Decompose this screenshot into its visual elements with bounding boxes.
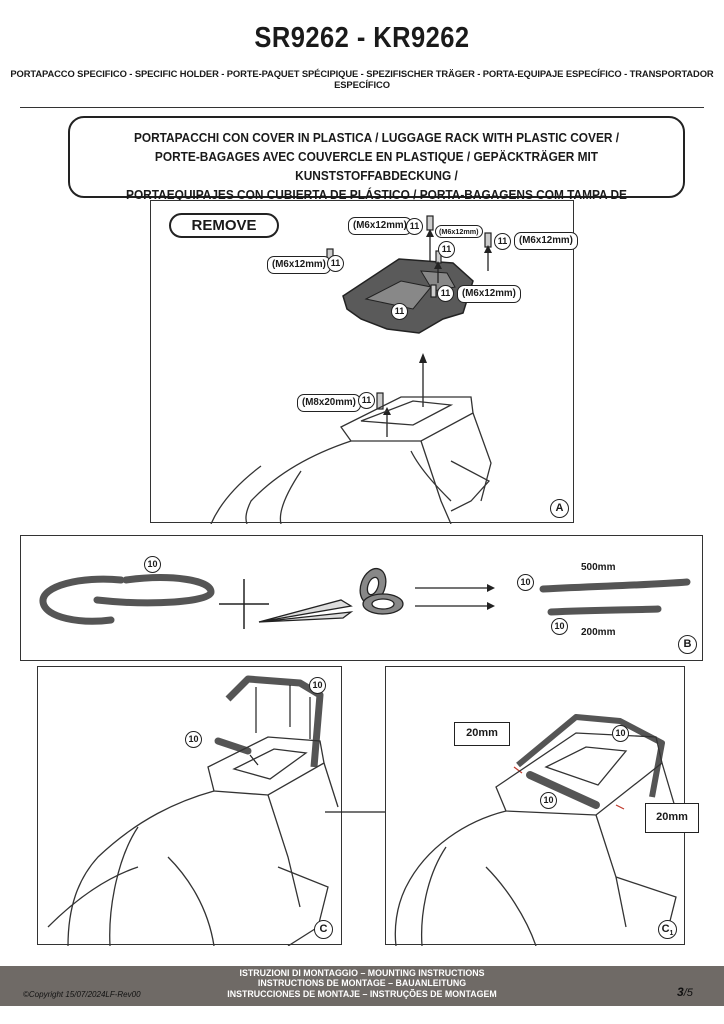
luggage-rack-outline bbox=[394, 732, 679, 946]
remove-tag: REMOVE bbox=[169, 213, 279, 238]
panel-c-apply-strips: 10 10 C bbox=[37, 666, 342, 946]
footer-line-1: ISTRUZIONI DI MONTAGGIO – MOUNTING INSTR… bbox=[239, 968, 485, 979]
part-number-badge: 11 bbox=[358, 392, 375, 409]
scissors-icon bbox=[258, 567, 404, 623]
part-number-badge: 10 bbox=[144, 556, 161, 573]
panel-b-cut-strip: 10 10 500mm 10 200mm B bbox=[20, 535, 703, 661]
screw-size-label: (M6x12mm) bbox=[435, 225, 483, 238]
part-number-badge: 10 bbox=[612, 725, 629, 742]
panel-a-remove-rack: REMOVE (M6x12mm) 11 (M6x12mm) 11 11 (M6x… bbox=[150, 200, 578, 524]
cut-strip-long bbox=[539, 578, 691, 593]
document-title: SR9262 - KR9262 bbox=[254, 22, 470, 54]
copyright-text: ©Copyright 15/07/2024LF-Rev00 bbox=[23, 990, 141, 999]
rubber-strip bbox=[225, 675, 324, 768]
panel-c1-illustration bbox=[394, 714, 679, 946]
luggage-rack-outline bbox=[47, 736, 339, 946]
part-number-badge: 10 bbox=[540, 792, 557, 809]
cut-strip-short bbox=[547, 605, 662, 616]
panel-label-b: B bbox=[678, 635, 697, 654]
footer-line-2: INSTRUCTIONS DE MONTAGE – BAUANLEITUNG bbox=[257, 978, 467, 990]
rubber-strip-roll bbox=[39, 574, 215, 625]
description-line-1: PORTAPACCHI CON COVER IN PLASTICA / LUGG… bbox=[133, 130, 620, 145]
footer-bar bbox=[0, 966, 724, 1006]
screw-size-label: (M6x12mm) bbox=[348, 217, 412, 235]
screw-size-label: (M6x12mm) bbox=[457, 285, 521, 303]
panel-b-illustration bbox=[39, 567, 691, 629]
part-number-badge: 10 bbox=[551, 618, 568, 635]
screw-size-label: (M6x12mm) bbox=[514, 232, 578, 250]
length-label-long: 500mm bbox=[581, 562, 616, 573]
rubber-strip bbox=[516, 714, 665, 798]
panel-c-illustration bbox=[47, 675, 339, 946]
description-box: PORTAPACCHI CON COVER IN PLASTICA / LUGG… bbox=[68, 116, 685, 221]
part-number-badge: 10 bbox=[517, 574, 534, 591]
screw-size-label: (M8x20mm) bbox=[297, 394, 361, 412]
arrow-right-icon bbox=[415, 587, 489, 607]
rubber-strip bbox=[526, 771, 600, 809]
gap-label-top: 20mm bbox=[454, 722, 510, 746]
description-line-2: PORTE-BAGAGES AVEC COUVERCLE EN PLASTIQU… bbox=[154, 149, 599, 183]
gap-label-right: 20mm bbox=[645, 803, 699, 833]
panel-label-c: C bbox=[314, 920, 333, 939]
part-number-badge: 11 bbox=[494, 233, 511, 250]
part-number-badge: 10 bbox=[185, 731, 202, 748]
footer-line-3: INSTRUCCIONES DE MONTAJE – INSTRUÇÕES DE… bbox=[227, 988, 497, 1000]
length-label-short: 200mm bbox=[581, 627, 616, 638]
screw-size-label: (M6x12mm) bbox=[267, 256, 331, 274]
part-number-badge: 11 bbox=[437, 285, 454, 302]
gap-marker bbox=[513, 766, 625, 810]
panel-a-illustration bbox=[210, 215, 492, 524]
panel-label-c1: C1 bbox=[658, 920, 677, 939]
panel-c1-strip-position: 20mm 20mm 10 10 C1 bbox=[385, 666, 699, 946]
part-number-badge: 10 bbox=[309, 677, 326, 694]
part-number-badge: 11 bbox=[438, 241, 455, 258]
screw-icon bbox=[426, 215, 434, 231]
part-number-badge: 11 bbox=[391, 303, 408, 320]
header-divider bbox=[20, 107, 704, 108]
panel-label-a: A bbox=[550, 499, 569, 518]
screw-icon bbox=[484, 232, 492, 248]
screw-icon bbox=[430, 284, 437, 298]
part-number-badge: 11 bbox=[406, 218, 423, 235]
page-number: 3/5 bbox=[677, 985, 693, 999]
document-subtitle: PORTAPACCO SPECIFICO - SPECIFIC HOLDER -… bbox=[10, 68, 714, 90]
motorcycle-outline bbox=[210, 396, 492, 524]
footer-title: ISTRUZIONI DI MONTAGGIO – MOUNTING INSTR… bbox=[0, 968, 724, 1000]
screw-icon bbox=[376, 392, 384, 410]
part-number-badge: 11 bbox=[327, 255, 344, 272]
plus-icon bbox=[219, 579, 269, 629]
